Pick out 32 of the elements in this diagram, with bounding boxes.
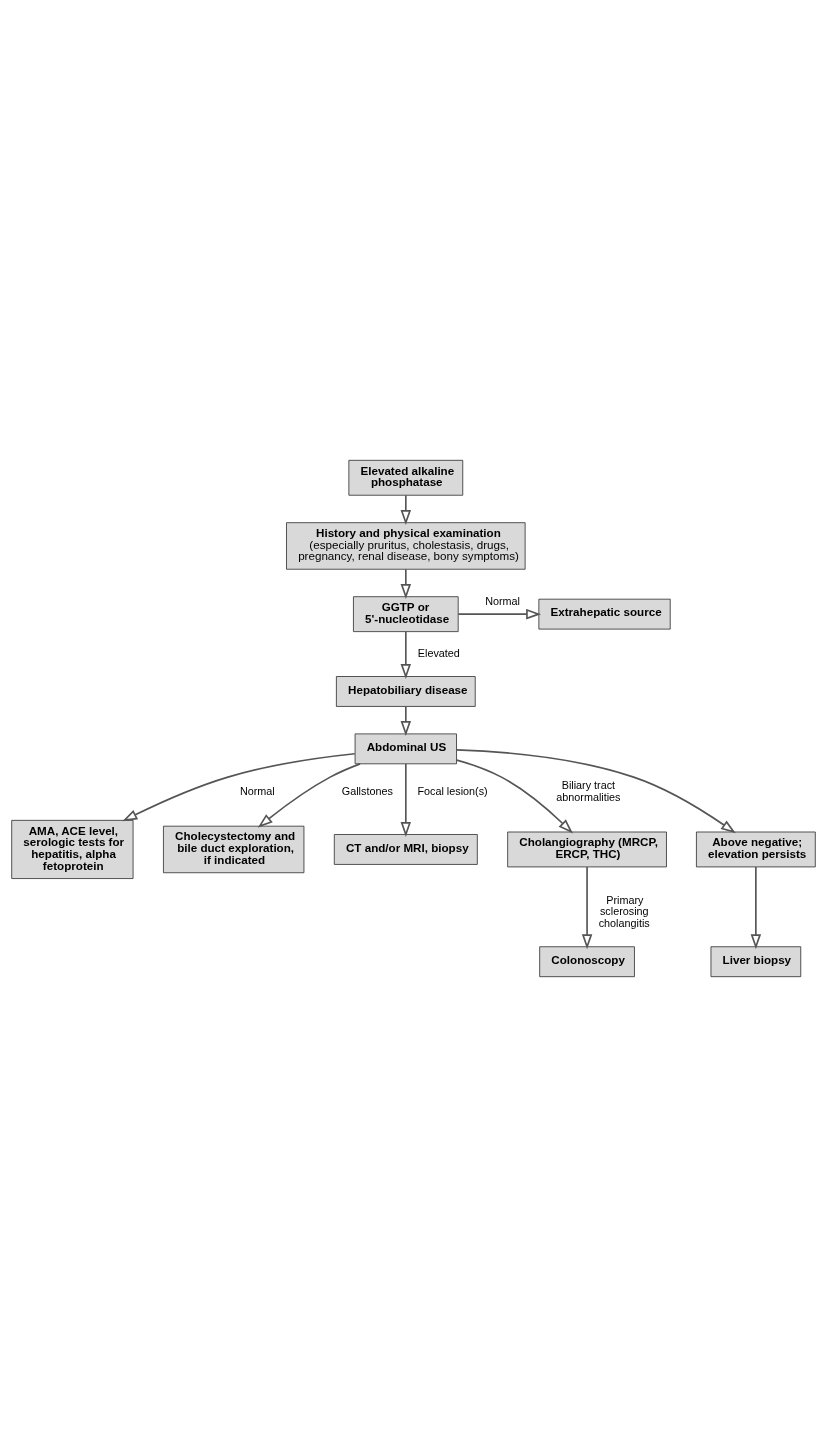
node-box: Elevated alkaline phosphatase (348, 459, 464, 496)
node-box: Above negative; elevation persists (696, 831, 816, 867)
node-box: CT and/or MRI, biopsy (333, 833, 478, 865)
arrow (400, 568, 412, 599)
node-box: Extrahepatic source (538, 598, 671, 630)
arrow (400, 630, 412, 679)
arrow (122, 752, 356, 821)
edge-label: Primary sclerosing cholangitis (598, 893, 650, 929)
arrow (457, 608, 542, 619)
node-box: Cholecystectomy and bile duct exploration, if indicated (163, 825, 305, 873)
node-box: Abdominal US (354, 732, 457, 764)
node-box: Cholangiography (MRCP, ERCP, THC) (507, 831, 667, 867)
edge-label: Elevated (417, 646, 460, 659)
node-box: History and physical examination (especially pruritus, cholestasis, drugs, pregnancy, renal disease, bony symptoms) (286, 521, 526, 570)
arrow (257, 762, 361, 828)
edge-label: Normal (485, 594, 521, 607)
arrow (400, 494, 412, 525)
edge-label: Focal lesion(s) (417, 784, 488, 797)
node-box: GGTP or 5'-nucleotidase (353, 595, 459, 632)
edge-label: Gallstones (341, 784, 393, 797)
node-box: Liver biopsy (710, 945, 802, 977)
arrow (750, 865, 762, 949)
node-box: Colonoscopy (539, 945, 635, 977)
edge-label: Biliary tract abnormalities (556, 778, 621, 803)
arrow (400, 762, 412, 837)
arrow (455, 748, 736, 833)
node-box: AMA, ACE level, serologic tests for hepatitis, alpha fetoprotein (11, 819, 134, 879)
arrow (400, 705, 412, 736)
arrow (455, 758, 573, 834)
edge-label: Normal (239, 784, 275, 797)
node-box: Hepatobiliary disease (335, 675, 476, 707)
arrow (581, 865, 593, 949)
